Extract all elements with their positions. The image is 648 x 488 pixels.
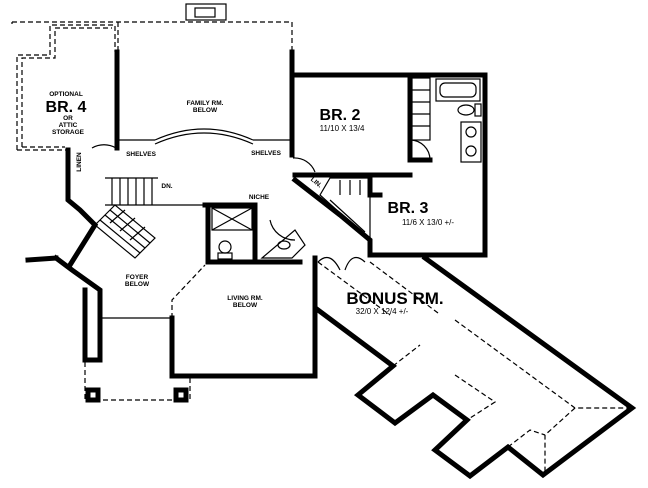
lin-label: LIN. [309,176,323,189]
toilet-icon [457,103,482,117]
br4-attic: ATTIC [59,122,78,129]
br3-name: BR. 3 [388,200,429,217]
foyer-label: FOYER [126,274,149,281]
br4-storage: STORAGE [52,129,85,136]
sink-icon [460,121,482,163]
br4-or: OR [63,115,73,122]
living-room-label: LIVING RM. [227,295,263,302]
shower-icon [211,207,253,231]
br2-name: BR. 2 [320,107,361,124]
details [84,77,632,475]
toilet-icon-2 [217,240,233,260]
closet-shelving [411,77,431,141]
bonus-room-name: BONUS RM. [346,289,443,308]
bathtub-icon [435,78,481,102]
foyer-below: BELOW [125,281,150,288]
br2-dims: 11/10 X 13/4 [320,124,365,133]
niche-label: NICHE [249,194,270,201]
family-room-below: BELOW [193,107,218,114]
dashed-outline [11,21,293,151]
stairs-right [319,177,371,242]
stairs-lower [94,204,156,259]
family-room-label: FAMILY RM. [187,100,224,107]
down-label: DN. [161,183,172,190]
bonus-room-dims: 32/0 X 12/4 +/- [356,307,409,316]
living-room-below: BELOW [233,302,258,309]
br4-prefix: OPTIONAL [49,91,83,98]
fireplace-icon [185,3,227,21]
br4-name: BR. 4 [46,99,87,116]
shelves-left-label: SHELVES [126,151,157,158]
sink-icon-2 [260,229,306,259]
stairs-upper [111,178,153,205]
shelves-right-label: SHELVES [251,150,282,157]
linen-label: LINEN [76,152,83,172]
br3-dims: 11/6 X 13/0 +/- [402,218,454,227]
